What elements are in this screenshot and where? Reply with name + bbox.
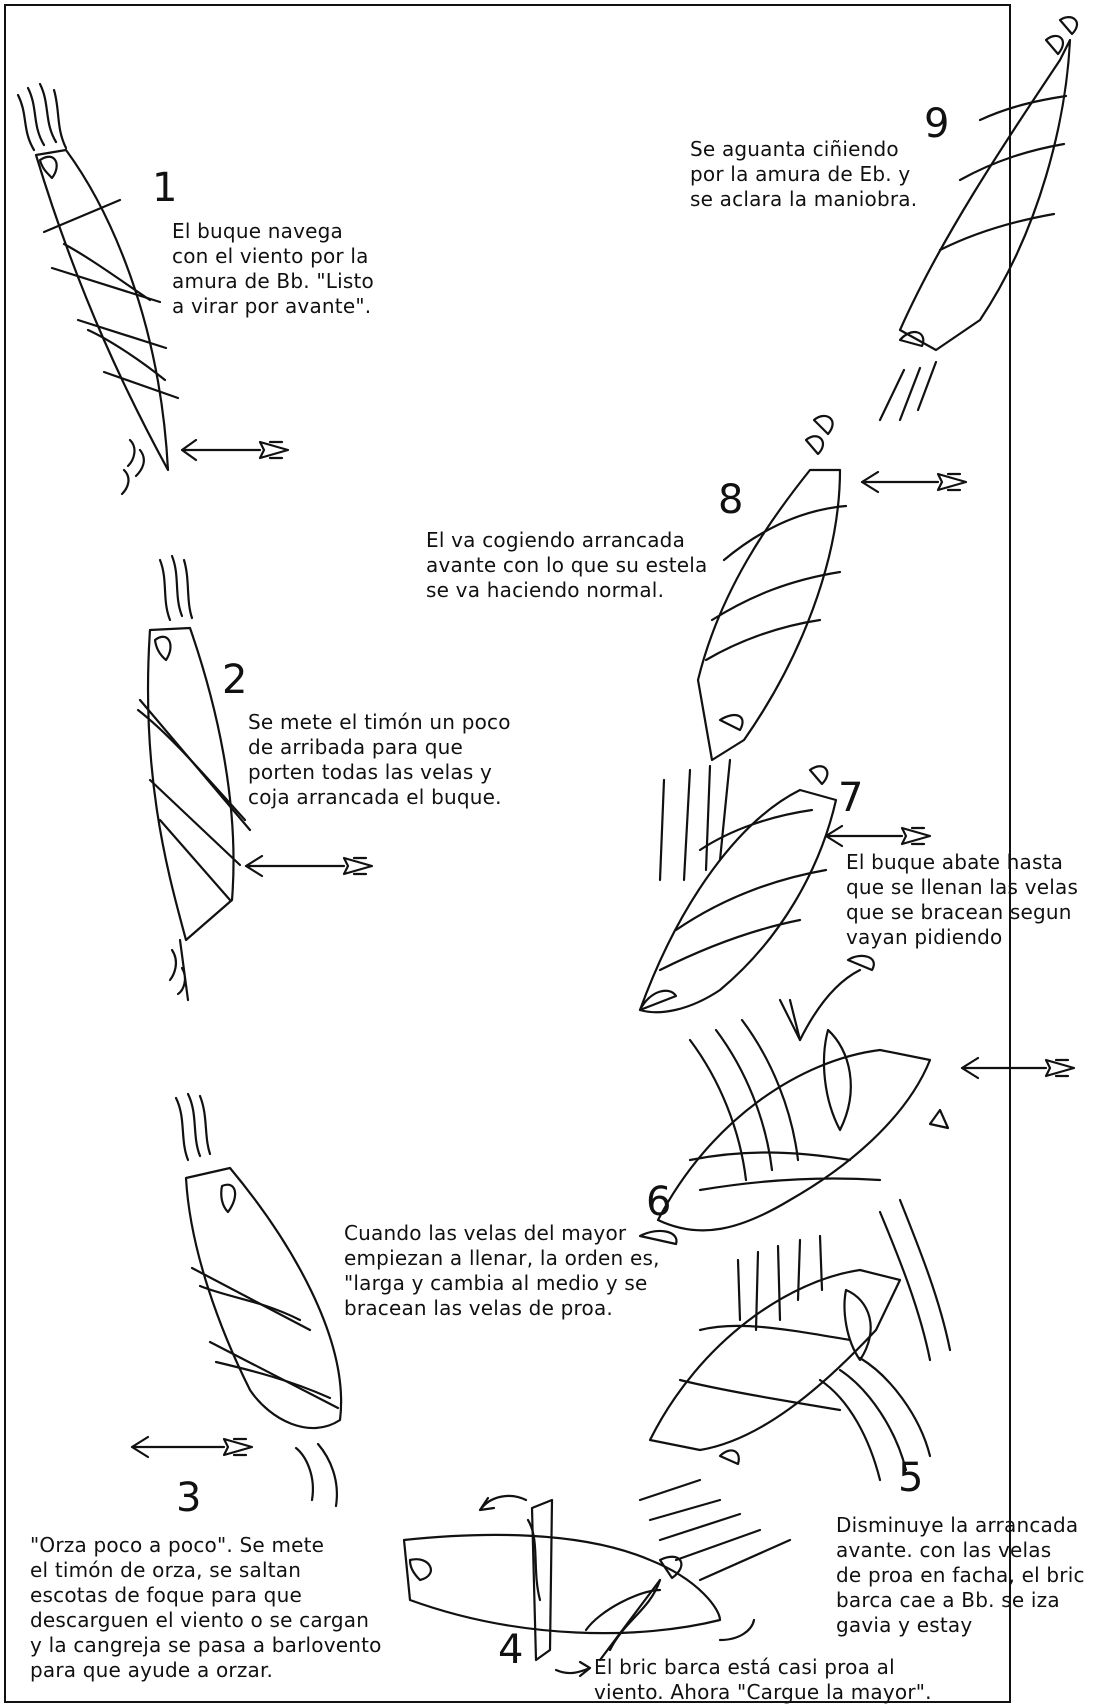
step-caption-8: El va cogiendo arrancada avante con lo q… — [426, 528, 708, 603]
step-number-2: 2 — [222, 660, 247, 700]
step-number-6: 6 — [646, 1182, 671, 1222]
step-caption-7: El buque abate hasta que se llenan las v… — [846, 850, 1078, 950]
step-caption-9: Se aguanta ciñiendo por la amura de Eb. … — [690, 137, 917, 212]
ship-6 — [640, 1030, 950, 1360]
wind-arrow-7 — [826, 826, 930, 846]
step-caption-3: "Orza poco a poco". Se mete el timón de … — [30, 1533, 382, 1683]
wind-arrow-6 — [962, 1058, 1074, 1078]
ship-4 — [404, 1496, 754, 1676]
step-caption-5: Disminuye la arrancada avante. con las v… — [836, 1513, 1085, 1638]
step-number-1: 1 — [152, 168, 177, 208]
step-caption-2: Se mete el timón un poco de arribada par… — [248, 710, 511, 810]
ship-7 — [640, 760, 1074, 1180]
step-caption-4: El bric barca está casi proa al viento. … — [594, 1655, 932, 1705]
step-caption-1: El buque navega con el viento por la amu… — [172, 219, 374, 319]
step-number-3: 3 — [176, 1478, 201, 1518]
ship-3 — [132, 1094, 341, 1506]
step-number-9: 9 — [924, 104, 949, 144]
step-number-7: 7 — [838, 778, 863, 818]
step-number-8: 8 — [718, 480, 743, 520]
step-number-4: 4 — [498, 1630, 523, 1670]
wind-arrow-2 — [246, 856, 372, 876]
step-number-5: 5 — [898, 1458, 923, 1498]
wind-arrow-8 — [862, 472, 966, 492]
step-caption-6: Cuando las velas del mayor empiezan a ll… — [344, 1221, 660, 1321]
wind-arrow-1 — [182, 440, 288, 460]
ship-8 — [698, 416, 966, 760]
wind-arrow-3 — [132, 1437, 252, 1457]
ship-9 — [880, 17, 1077, 420]
